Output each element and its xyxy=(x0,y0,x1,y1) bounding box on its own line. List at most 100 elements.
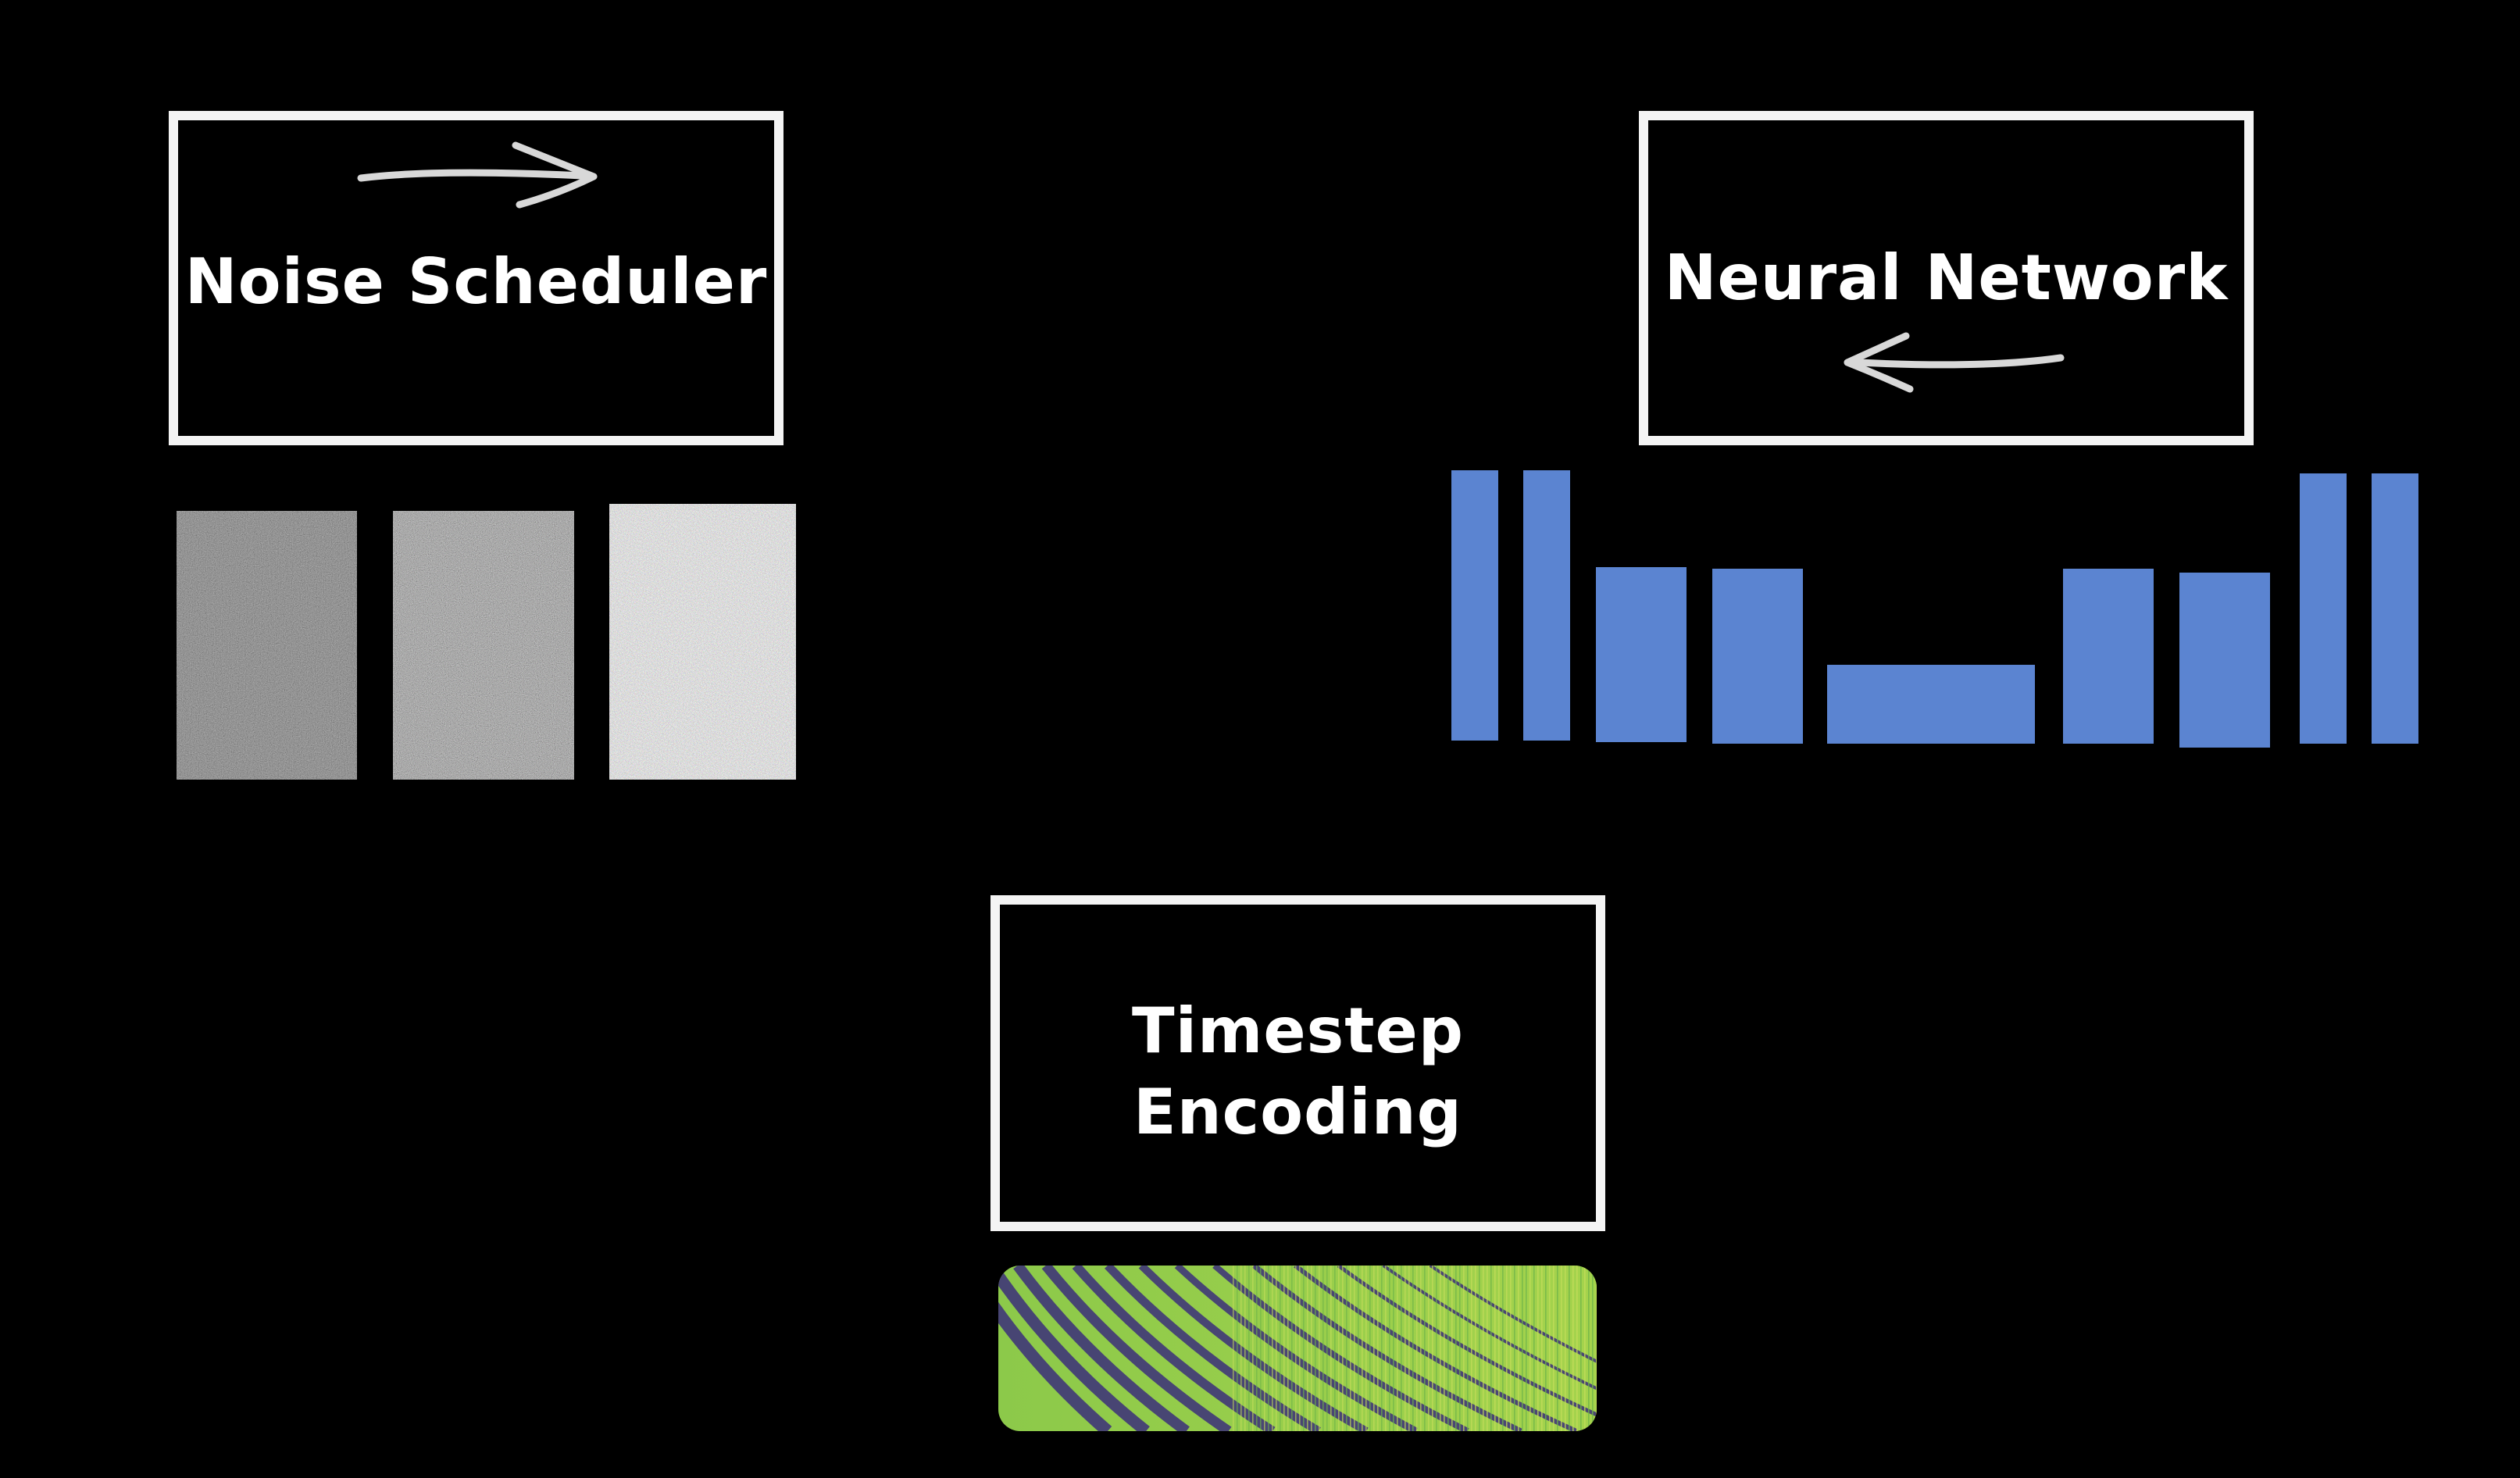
encoding-line xyxy=(1467,1266,1469,1431)
network-block xyxy=(2372,473,2418,744)
encoding-line xyxy=(1377,1266,1379,1431)
encoding-line xyxy=(1529,1266,1531,1431)
encoding-band xyxy=(1212,1266,1469,1431)
encoding-line xyxy=(1537,1266,1539,1431)
encoding-line xyxy=(1584,1266,1586,1431)
encoding-line xyxy=(1549,1266,1551,1431)
network-block xyxy=(1523,470,1570,741)
encoding-line xyxy=(1244,1266,1246,1431)
encoding-line xyxy=(1463,1266,1465,1431)
encoding-band xyxy=(1294,1266,1578,1431)
encoding-line xyxy=(1428,1266,1430,1431)
encoding-line xyxy=(1483,1266,1484,1431)
encoding-line xyxy=(1490,1266,1492,1431)
encoding-line xyxy=(1252,1266,1254,1431)
encoding-line xyxy=(1592,1266,1594,1431)
encoding-line xyxy=(1541,1266,1543,1431)
encoding-line xyxy=(1557,1266,1558,1431)
encoding-line xyxy=(1354,1266,1355,1431)
network-block xyxy=(2179,573,2270,748)
encoding-band xyxy=(1138,1266,1369,1431)
encoding-line xyxy=(1440,1266,1441,1431)
encoding-line xyxy=(1459,1266,1461,1431)
encoding-line xyxy=(1326,1266,1328,1431)
encoding-line xyxy=(1373,1266,1375,1431)
noise-image-card xyxy=(177,511,357,780)
encoding-line xyxy=(1311,1266,1312,1431)
encoding-line xyxy=(1303,1266,1305,1431)
encoding-line xyxy=(1444,1266,1445,1431)
encoding-line xyxy=(1237,1266,1238,1431)
encoding-line xyxy=(1522,1266,1523,1431)
noise-image-card xyxy=(609,504,796,780)
noise-image-card xyxy=(393,511,574,780)
network-block xyxy=(2300,473,2347,744)
encoding-line xyxy=(1494,1266,1496,1431)
encoding-line xyxy=(1315,1266,1316,1431)
encoding-line xyxy=(1553,1266,1554,1431)
encoding-line xyxy=(1533,1266,1535,1431)
encoding-line xyxy=(1393,1266,1394,1431)
encoding-line xyxy=(1283,1266,1285,1431)
encoding-band xyxy=(1072,1266,1276,1431)
encoding-line xyxy=(1588,1266,1590,1431)
encoding-band xyxy=(1104,1266,1321,1431)
encoding-line xyxy=(1447,1266,1449,1431)
encoding-line xyxy=(1342,1266,1344,1431)
encoding-line xyxy=(1510,1266,1512,1431)
encoding-line xyxy=(1350,1266,1351,1431)
encoding-line xyxy=(1264,1266,1265,1431)
encoding-line xyxy=(1385,1266,1387,1431)
encoding-band xyxy=(1382,1266,1597,1431)
network-block xyxy=(1827,665,2035,744)
timestep-encoding-pattern xyxy=(998,1266,1597,1431)
encoding-line xyxy=(1408,1266,1410,1431)
encoding-line xyxy=(1420,1266,1422,1431)
encoding-line xyxy=(1526,1266,1527,1431)
encoding-line xyxy=(1240,1266,1242,1431)
encoding-line xyxy=(1319,1266,1320,1431)
encoding-line xyxy=(1346,1266,1347,1431)
encoding-line xyxy=(1596,1266,1597,1431)
encoding-band xyxy=(1013,1266,1190,1431)
encoding-line xyxy=(1256,1266,1258,1431)
encoding-line xyxy=(1268,1266,1269,1431)
encoding-line xyxy=(1545,1266,1547,1431)
encoding-line xyxy=(1295,1266,1297,1431)
encoding-line xyxy=(1580,1266,1582,1431)
encoding-line xyxy=(1506,1266,1508,1431)
encoding-line xyxy=(1338,1266,1340,1431)
encoding-line xyxy=(1248,1266,1250,1431)
encoding-line xyxy=(1412,1266,1414,1431)
encoding-line xyxy=(1307,1266,1308,1431)
encoding-line xyxy=(1276,1266,1277,1431)
encoding-line xyxy=(1479,1266,1480,1431)
encoding-line xyxy=(1561,1266,1562,1431)
encoding-line xyxy=(1369,1266,1371,1431)
encoding-band xyxy=(1337,1266,1597,1431)
encoding-line xyxy=(1487,1266,1488,1431)
encoding-line xyxy=(1502,1266,1504,1431)
encoding-line xyxy=(1455,1266,1457,1431)
encoding-band xyxy=(1429,1266,1597,1431)
encoding-line xyxy=(1405,1266,1406,1431)
neural-network-box: Neural Network xyxy=(1639,111,2254,445)
encoding-line xyxy=(1291,1266,1293,1431)
encoding-line xyxy=(1401,1266,1402,1431)
timestep-encoding-box: Timestep Encoding xyxy=(991,895,1605,1231)
timestep-encoding-label: Timestep Encoding xyxy=(1132,994,1464,1148)
encoding-line xyxy=(1365,1266,1367,1431)
encoding-line xyxy=(1514,1266,1515,1431)
encoding-line xyxy=(1397,1266,1398,1431)
noise-scheduler-box: Noise Scheduler xyxy=(169,111,783,445)
encoding-line xyxy=(1322,1266,1324,1431)
encoding-band xyxy=(1251,1266,1522,1431)
encoding-line xyxy=(1389,1266,1390,1431)
network-block xyxy=(1712,569,1803,744)
encoding-line xyxy=(1451,1266,1453,1431)
encoding-line xyxy=(1330,1266,1332,1431)
encoding-line xyxy=(1436,1266,1437,1431)
encoding-line xyxy=(1362,1266,1363,1431)
encoding-band xyxy=(1041,1266,1232,1431)
encoding-line xyxy=(1498,1266,1500,1431)
